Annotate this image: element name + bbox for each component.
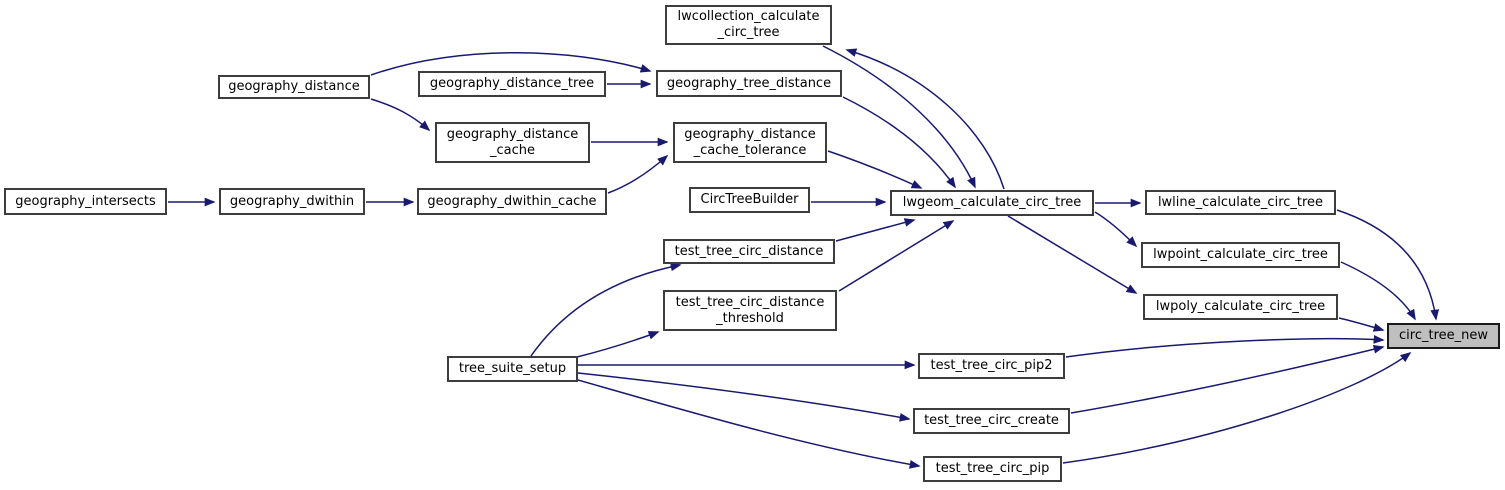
- node-label: _cache_tolerance: [693, 142, 807, 158]
- edge-test_tree_circ_create-to-circ_tree_new: [1070, 344, 1385, 414]
- node-geography_distance_tree[interactable]: geography_distance_tree: [418, 71, 606, 97]
- node-geography_distance[interactable]: geography_distance: [218, 75, 370, 99]
- node-test_tree_circ_pip[interactable]: test_tree_circ_pip: [923, 456, 1062, 482]
- node-geography_dwithin[interactable]: geography_dwithin: [219, 188, 365, 215]
- node-label: test_tree_circ_distance: [675, 294, 825, 310]
- node-label: geography_distance: [684, 126, 816, 142]
- node-test_tree_circ_distance_threshold[interactable]: test_tree_circ_distance_threshold: [663, 290, 837, 331]
- node-label: circ_tree_new: [1399, 328, 1488, 344]
- node-label: geography_tree_distance: [666, 75, 832, 91]
- edge-tree_suite_setup-to-test_tree_circ_pip: [577, 379, 921, 469]
- node-label: geography_dwithin: [229, 193, 355, 209]
- node-label: lwcollection_calculate: [677, 9, 820, 25]
- node-lwpoint_calculate_circ_tree[interactable]: lwpoint_calculate_circ_tree: [1141, 242, 1340, 268]
- node-label: test_tree_circ_create: [924, 413, 1059, 429]
- node-label: lwpoint_calculate_circ_tree: [1153, 247, 1328, 263]
- edge-test_tree_circ_distance_threshold-to-lwgeom_calculate_circ_tree: [838, 220, 955, 292]
- edge-geography_distance_cache_tolerance-to-lwgeom_calculate_circ_tree: [827, 150, 923, 189]
- node-label: test_tree_circ_pip: [935, 461, 1050, 477]
- edge-test_tree_circ_pip2-to-circ_tree_new: [1065, 335, 1385, 358]
- edge-lwpoly_calculate_circ_tree-to-circ_tree_new: [1338, 317, 1385, 332]
- node-test_tree_circ_distance[interactable]: test_tree_circ_distance: [663, 239, 835, 264]
- node-lwpoly_calculate_circ_tree[interactable]: lwpoly_calculate_circ_tree: [1143, 294, 1338, 320]
- node-geography_distance_cache[interactable]: geography_distance_cache: [435, 122, 590, 163]
- edge-test_tree_circ_distance-to-lwgeom_calculate_circ_tree: [835, 218, 916, 242]
- node-CircTreeBuilder[interactable]: CircTreeBuilder: [689, 187, 810, 213]
- node-geography_dwithin_cache[interactable]: geography_dwithin_cache: [417, 188, 607, 215]
- node-label: geography_distance_tree: [429, 76, 595, 92]
- node-label: CircTreeBuilder: [700, 192, 799, 208]
- node-test_tree_circ_pip2[interactable]: test_tree_circ_pip2: [918, 353, 1065, 379]
- node-geography_distance_cache_tolerance[interactable]: geography_distance_cache_tolerance: [673, 122, 827, 163]
- node-label: _threshold: [716, 310, 784, 326]
- edge-lwgeom_calculate_circ_tree-to-lwcollection_calculate_circ_tree: [845, 48, 1005, 190]
- node-label: test_tree_circ_pip2: [930, 358, 1053, 374]
- node-label: lwgeom_calculate_circ_tree: [902, 195, 1082, 211]
- edge-geography_tree_distance-to-lwgeom_calculate_circ_tree: [842, 96, 956, 189]
- node-label: _circ_tree: [717, 25, 780, 40]
- edge-tree_suite_setup-to-test_tree_circ_distance_threshold: [576, 331, 660, 358]
- edge-tree_suite_setup-to-test_tree_circ_distance: [530, 262, 682, 357]
- node-label: geography_intersects: [15, 193, 156, 209]
- node-lwgeom_calculate_circ_tree[interactable]: lwgeom_calculate_circ_tree: [890, 190, 1094, 216]
- edge-geography_distance-to-geography_distance_cache: [370, 98, 431, 132]
- edge-geography_distance-to-geography_tree_distance: [370, 51, 652, 76]
- node-test_tree_circ_create[interactable]: test_tree_circ_create: [913, 408, 1070, 434]
- node-geography_tree_distance[interactable]: geography_tree_distance: [656, 70, 842, 97]
- node-label: tree_suite_setup: [458, 361, 567, 377]
- edge-tree_suite_setup-to-test_tree_circ_create: [577, 372, 911, 422]
- node-lwline_calculate_circ_tree[interactable]: lwline_calculate_circ_tree: [1145, 190, 1336, 215]
- node-tree_suite_setup[interactable]: tree_suite_setup: [447, 356, 578, 382]
- edge-lwpoint_calculate_circ_tree-to-circ_tree_new: [1340, 261, 1416, 321]
- edge-geography_dwithin_cache-to-geography_distance_cache_tolerance: [607, 154, 669, 194]
- node-lwcollection_calculate_circ_tree[interactable]: lwcollection_calculate_circ_tree: [665, 5, 832, 45]
- node-label: lwpoly_calculate_circ_tree: [1155, 299, 1326, 315]
- node-label: _cache: [490, 142, 535, 158]
- node-label: geography_distance: [228, 79, 360, 95]
- node-label: test_tree_circ_distance: [674, 243, 824, 259]
- edge-lwcollection_calculate_circ_tree-to-lwgeom_calculate_circ_tree: [822, 45, 976, 189]
- edge-lwgeom_calculate_circ_tree-to-lwpoly_calculate_circ_tree: [1007, 215, 1138, 294]
- node-geography_intersects[interactable]: geography_intersects: [4, 188, 167, 215]
- edge-lwgeom_calculate_circ_tree-to-lwpoint_calculate_circ_tree: [1094, 211, 1138, 248]
- node-circ_tree_new: circ_tree_new: [1387, 323, 1500, 349]
- node-label: geography_distance: [446, 126, 579, 142]
- edge-lwline_calculate_circ_tree-to-circ_tree_new: [1336, 209, 1440, 321]
- node-label: lwline_calculate_circ_tree: [1157, 194, 1324, 210]
- edge-test_tree_circ_pip-to-circ_tree_new: [1062, 352, 1412, 464]
- node-label: geography_dwithin_cache: [427, 193, 597, 209]
